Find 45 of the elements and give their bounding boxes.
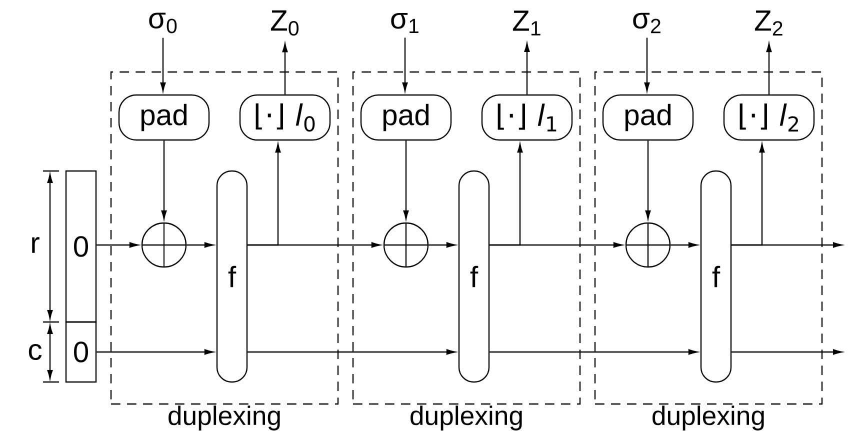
arrow: [644, 38, 650, 92]
function-box: f: [216, 170, 248, 383]
xor-symbol: [141, 222, 187, 268]
arrow: [160, 38, 166, 92]
arrow: [96, 349, 214, 355]
xor-symbol: [625, 222, 671, 268]
signal-label: Z$_{1}$: [512, 10, 540, 36]
arrow: [161, 140, 167, 220]
xor-symbol: [383, 222, 429, 268]
arrow: [282, 43, 288, 94]
arrow: [490, 242, 622, 248]
signal-label: σ$_{2}$: [633, 12, 660, 34]
arrow: [670, 242, 698, 248]
process-box: pad: [360, 94, 452, 141]
process-box: pad: [602, 94, 694, 141]
arrow: [732, 349, 842, 355]
process-box: pad: [118, 94, 210, 141]
arrow: [490, 349, 698, 355]
arrow: [766, 43, 772, 94]
process-box: ⌊·⌋ l$_{0}$: [239, 94, 331, 141]
arrow: [403, 140, 409, 220]
frame-caption: duplexing: [652, 406, 764, 430]
arrow: [186, 242, 214, 248]
dimension-label: c: [28, 344, 42, 360]
arrow: [645, 140, 651, 220]
arrow: [402, 38, 408, 92]
signal-label: Z$_{0}$: [270, 10, 299, 36]
frame-caption: duplexing: [410, 406, 522, 430]
arrow: [248, 242, 380, 248]
arrow: [96, 242, 138, 248]
arrow: [248, 349, 456, 355]
signal-label: σ$_{1}$: [391, 12, 418, 34]
function-box: f: [458, 170, 490, 383]
arrow: [732, 242, 842, 248]
signal-label: Z$_{2}$: [754, 10, 782, 36]
process-box: ⌊·⌋ l$_{2}$: [723, 94, 815, 141]
process-box: ⌊·⌋ l$_{1}$: [481, 94, 573, 141]
frame-caption: duplexing: [168, 406, 280, 430]
state-cell: 0: [65, 321, 97, 383]
dimension-label: r: [32, 237, 40, 253]
signal-label: σ$_{0}$: [149, 12, 177, 34]
function-box: f: [700, 170, 732, 383]
state-cell: 0: [65, 170, 97, 323]
arrow: [428, 242, 456, 248]
arrow: [524, 43, 530, 94]
